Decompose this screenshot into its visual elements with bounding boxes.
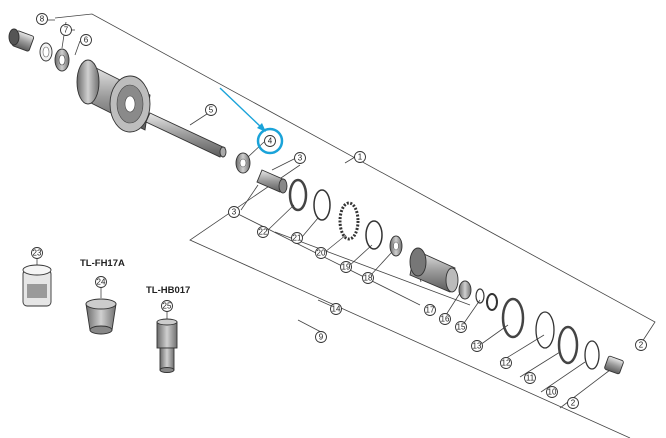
svg-text:15: 15 bbox=[457, 323, 466, 332]
callout-10: 10 bbox=[546, 386, 558, 398]
svg-text:14: 14 bbox=[332, 305, 341, 314]
callout-8: 8 bbox=[36, 13, 48, 25]
svg-text:18: 18 bbox=[364, 274, 373, 283]
callout-17: 17 bbox=[424, 304, 436, 316]
callout-23: 23 bbox=[31, 247, 43, 259]
callout-5: 5 bbox=[205, 104, 217, 116]
part-21-ring bbox=[313, 189, 331, 221]
part-12-ring bbox=[535, 311, 555, 349]
svg-text:20: 20 bbox=[317, 249, 326, 258]
callout-4: 4 bbox=[264, 135, 276, 147]
tool-23-grease-jar bbox=[22, 264, 52, 307]
svg-text:25: 25 bbox=[163, 302, 172, 311]
svg-text:7: 7 bbox=[64, 26, 69, 35]
part-10-ring bbox=[584, 340, 600, 370]
callout-18: 18 bbox=[362, 272, 374, 284]
callout-13: 13 bbox=[471, 340, 483, 352]
part-6-bearing bbox=[54, 48, 70, 72]
callout-2-right: 2 bbox=[635, 339, 647, 351]
part-13-ring bbox=[501, 297, 525, 339]
callout-7: 7 bbox=[60, 24, 72, 36]
part-11-ring bbox=[557, 325, 579, 365]
svg-text:11: 11 bbox=[526, 374, 535, 383]
callout-15: 15 bbox=[455, 321, 467, 333]
part-4-bearing bbox=[235, 152, 251, 174]
callout-14: 14 bbox=[330, 303, 342, 315]
callout-21: 21 bbox=[291, 232, 303, 244]
svg-text:8: 8 bbox=[40, 15, 45, 24]
svg-text:12: 12 bbox=[502, 359, 511, 368]
svg-text:6: 6 bbox=[84, 36, 89, 45]
callout-12: 12 bbox=[500, 357, 512, 369]
callout-9: 9 bbox=[315, 331, 327, 343]
callout-11: 11 bbox=[524, 372, 536, 384]
part-8-end-cap bbox=[8, 28, 35, 52]
callout-3-lower: 3 bbox=[228, 206, 240, 218]
svg-text:2: 2 bbox=[639, 341, 644, 350]
part-2-end-cap bbox=[604, 355, 624, 375]
callout-1: 1 bbox=[354, 151, 366, 163]
svg-text:10: 10 bbox=[548, 388, 557, 397]
callout-6: 6 bbox=[80, 34, 92, 46]
svg-text:1: 1 bbox=[358, 153, 363, 162]
callout-20: 20 bbox=[315, 247, 327, 259]
part-18-bearing bbox=[389, 235, 403, 257]
callout-16: 16 bbox=[439, 313, 451, 325]
part-7-seal bbox=[39, 42, 53, 62]
callout-2-bottom: 2 bbox=[567, 397, 579, 409]
callout-25: 25 bbox=[161, 300, 173, 312]
tool-24-tl-fh17a bbox=[85, 298, 117, 335]
part-17-freehub-body bbox=[409, 247, 459, 293]
svg-text:17: 17 bbox=[426, 306, 435, 315]
svg-text:23: 23 bbox=[33, 249, 42, 258]
svg-text:3: 3 bbox=[232, 208, 237, 217]
callout-19: 19 bbox=[340, 261, 352, 273]
part-hub-body bbox=[76, 59, 151, 133]
part-3-spacer bbox=[256, 169, 288, 194]
svg-text:9: 9 bbox=[319, 333, 324, 342]
tool-label-tl-fh17a: TL-FH17A bbox=[80, 258, 125, 269]
svg-text:3: 3 bbox=[298, 154, 303, 163]
callout-22: 22 bbox=[257, 226, 269, 238]
svg-text:4: 4 bbox=[268, 137, 273, 146]
svg-text:24: 24 bbox=[97, 278, 106, 287]
assembly-frame bbox=[54, 13, 656, 438]
highlight-marker bbox=[219, 87, 284, 155]
svg-text:19: 19 bbox=[342, 263, 351, 272]
svg-text:21: 21 bbox=[293, 234, 302, 243]
callout-24: 24 bbox=[95, 276, 107, 288]
leader-lines bbox=[36, 19, 611, 409]
svg-text:2: 2 bbox=[571, 399, 576, 408]
svg-text:16: 16 bbox=[441, 315, 450, 324]
part-15-washer bbox=[475, 288, 498, 311]
part-20-ratchet bbox=[338, 201, 360, 241]
part-16-bearing bbox=[458, 280, 472, 300]
part-5-axle bbox=[145, 112, 227, 158]
svg-text:13: 13 bbox=[473, 342, 482, 351]
tool-label-tl-hb017: TL-HB017 bbox=[146, 285, 190, 296]
callout-3-upper: 3 bbox=[294, 152, 306, 164]
svg-text:22: 22 bbox=[259, 228, 268, 237]
tool-25-tl-hb017 bbox=[156, 318, 178, 373]
part-22-ring bbox=[288, 178, 308, 212]
svg-text:5: 5 bbox=[209, 106, 214, 115]
part-19-ring bbox=[365, 220, 383, 250]
